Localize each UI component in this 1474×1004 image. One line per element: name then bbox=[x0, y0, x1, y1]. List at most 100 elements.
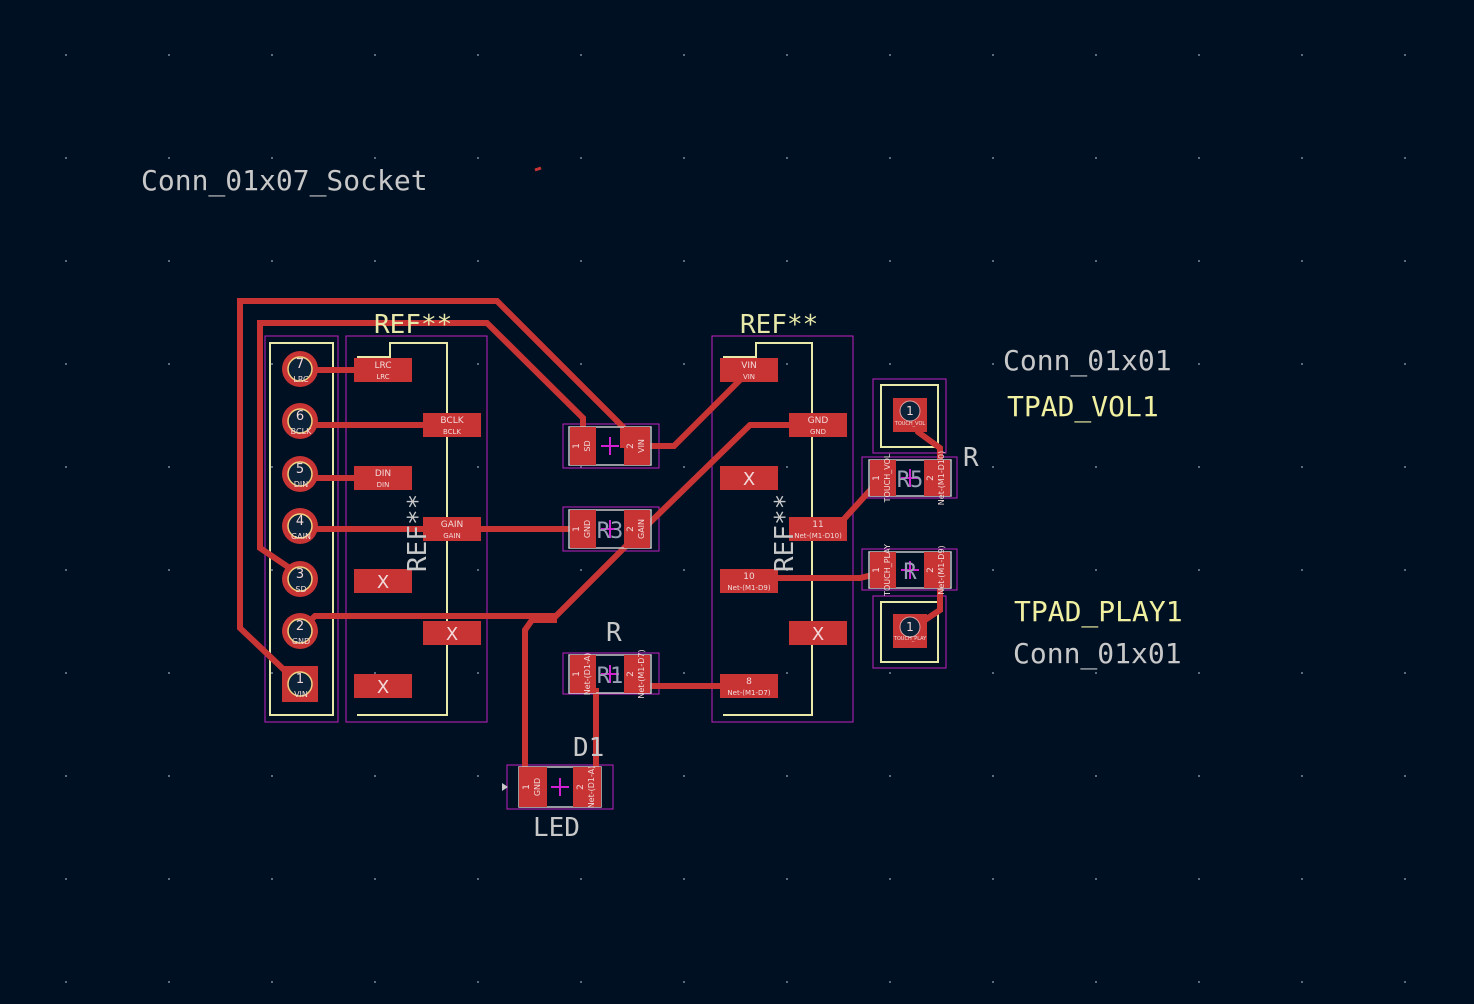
modL-pad-7[interactable]: X bbox=[354, 674, 412, 698]
pad-label: X bbox=[812, 624, 824, 645]
grid-dot bbox=[992, 157, 994, 159]
ref-left-vertical[interactable]: REF** bbox=[403, 494, 433, 572]
module-pad bbox=[354, 674, 412, 698]
grid-dot bbox=[1198, 672, 1200, 674]
modL-pad-5[interactable]: X bbox=[354, 569, 412, 593]
ref-right-label[interactable]: REF** bbox=[740, 310, 818, 340]
module-pad bbox=[423, 621, 481, 645]
grid-dot bbox=[992, 260, 994, 262]
r-vol-value[interactable]: R bbox=[963, 443, 979, 473]
smd-pad-1 bbox=[870, 460, 896, 496]
smd-pad2-net: Net-(M1-D7) bbox=[637, 649, 646, 698]
grid-dot bbox=[1404, 981, 1406, 983]
smd-pad1-num: 1 bbox=[572, 671, 582, 677]
modL-pad-6[interactable]: X bbox=[423, 621, 481, 645]
smd-pad2-num: 2 bbox=[626, 526, 636, 532]
conn-vol-value[interactable]: Conn_01x01 bbox=[1003, 344, 1172, 378]
touch-pad-vol[interactable]: 1 TOUCH_VOL bbox=[893, 398, 927, 432]
grid-dot bbox=[168, 157, 170, 159]
grid-dot bbox=[271, 672, 273, 674]
grid-dot bbox=[1301, 775, 1303, 777]
r1-value[interactable]: R bbox=[606, 618, 622, 648]
grid-dot bbox=[683, 775, 685, 777]
grid-dot bbox=[1404, 466, 1406, 468]
grid-dot bbox=[786, 981, 788, 983]
connector-pin-3[interactable]: 3SD bbox=[282, 561, 318, 597]
grid-dot bbox=[683, 157, 685, 159]
grid-dot bbox=[477, 569, 479, 571]
pad-net: GAIN bbox=[443, 532, 461, 540]
smd-pad1-num: 1 bbox=[872, 475, 882, 481]
grid-dot bbox=[271, 260, 273, 262]
smd-body bbox=[568, 654, 652, 694]
ref-left-label[interactable]: REF** bbox=[374, 310, 452, 340]
grid-dot bbox=[1198, 569, 1200, 571]
grid-dot bbox=[1095, 775, 1097, 777]
touch-pad-play[interactable]: 1 TOUCH_PLAY bbox=[893, 614, 927, 648]
modR-pad-6[interactable]: X bbox=[789, 621, 847, 645]
conn-socket-value[interactable]: Conn_01x07_Socket bbox=[141, 164, 428, 198]
pin-net: LRC bbox=[293, 375, 309, 384]
grid-dot bbox=[580, 878, 582, 880]
grid-dot bbox=[786, 260, 788, 262]
smd-pad-2 bbox=[624, 427, 650, 465]
d1-ref[interactable]: D1 bbox=[573, 733, 604, 763]
ref-right-vertical[interactable]: REF** bbox=[770, 494, 800, 572]
grid-dot bbox=[168, 672, 170, 674]
smd-pad2-num: 2 bbox=[576, 784, 586, 790]
conn-play-value[interactable]: Conn_01x01 bbox=[1013, 637, 1182, 671]
grid-dot bbox=[65, 981, 67, 983]
smd-ref: R bbox=[903, 560, 917, 585]
pad-label: BCLK bbox=[440, 416, 464, 426]
pin-net: DIN bbox=[294, 480, 309, 489]
touch-vol-net: TOUCH_VOL bbox=[894, 421, 926, 427]
pin-net: BCLK bbox=[291, 427, 312, 436]
module-pad bbox=[423, 517, 481, 541]
led-value[interactable]: LED bbox=[533, 813, 580, 843]
grid-dot bbox=[168, 569, 170, 571]
pin-number: 6 bbox=[296, 409, 304, 424]
pin-net: SD bbox=[295, 585, 306, 594]
grid-dot bbox=[65, 260, 67, 262]
modR-pad-3[interactable]: X bbox=[720, 466, 778, 490]
tpad-vol-ref[interactable]: TPAD_VOL1 bbox=[1007, 390, 1159, 424]
grid-dot bbox=[477, 775, 479, 777]
grid-dot bbox=[1095, 363, 1097, 365]
grid-dot bbox=[786, 466, 788, 468]
d1-pin1-marker bbox=[502, 783, 508, 791]
grid-dot bbox=[65, 157, 67, 159]
grid-dot bbox=[271, 54, 273, 56]
pin-net: GAIN bbox=[291, 532, 311, 541]
grid-dot bbox=[683, 878, 685, 880]
grid-dot bbox=[1198, 775, 1200, 777]
grid-dot bbox=[889, 260, 891, 262]
tpad-play-ref[interactable]: TPAD_PLAY1 bbox=[1014, 595, 1183, 629]
grid-dot bbox=[65, 569, 67, 571]
